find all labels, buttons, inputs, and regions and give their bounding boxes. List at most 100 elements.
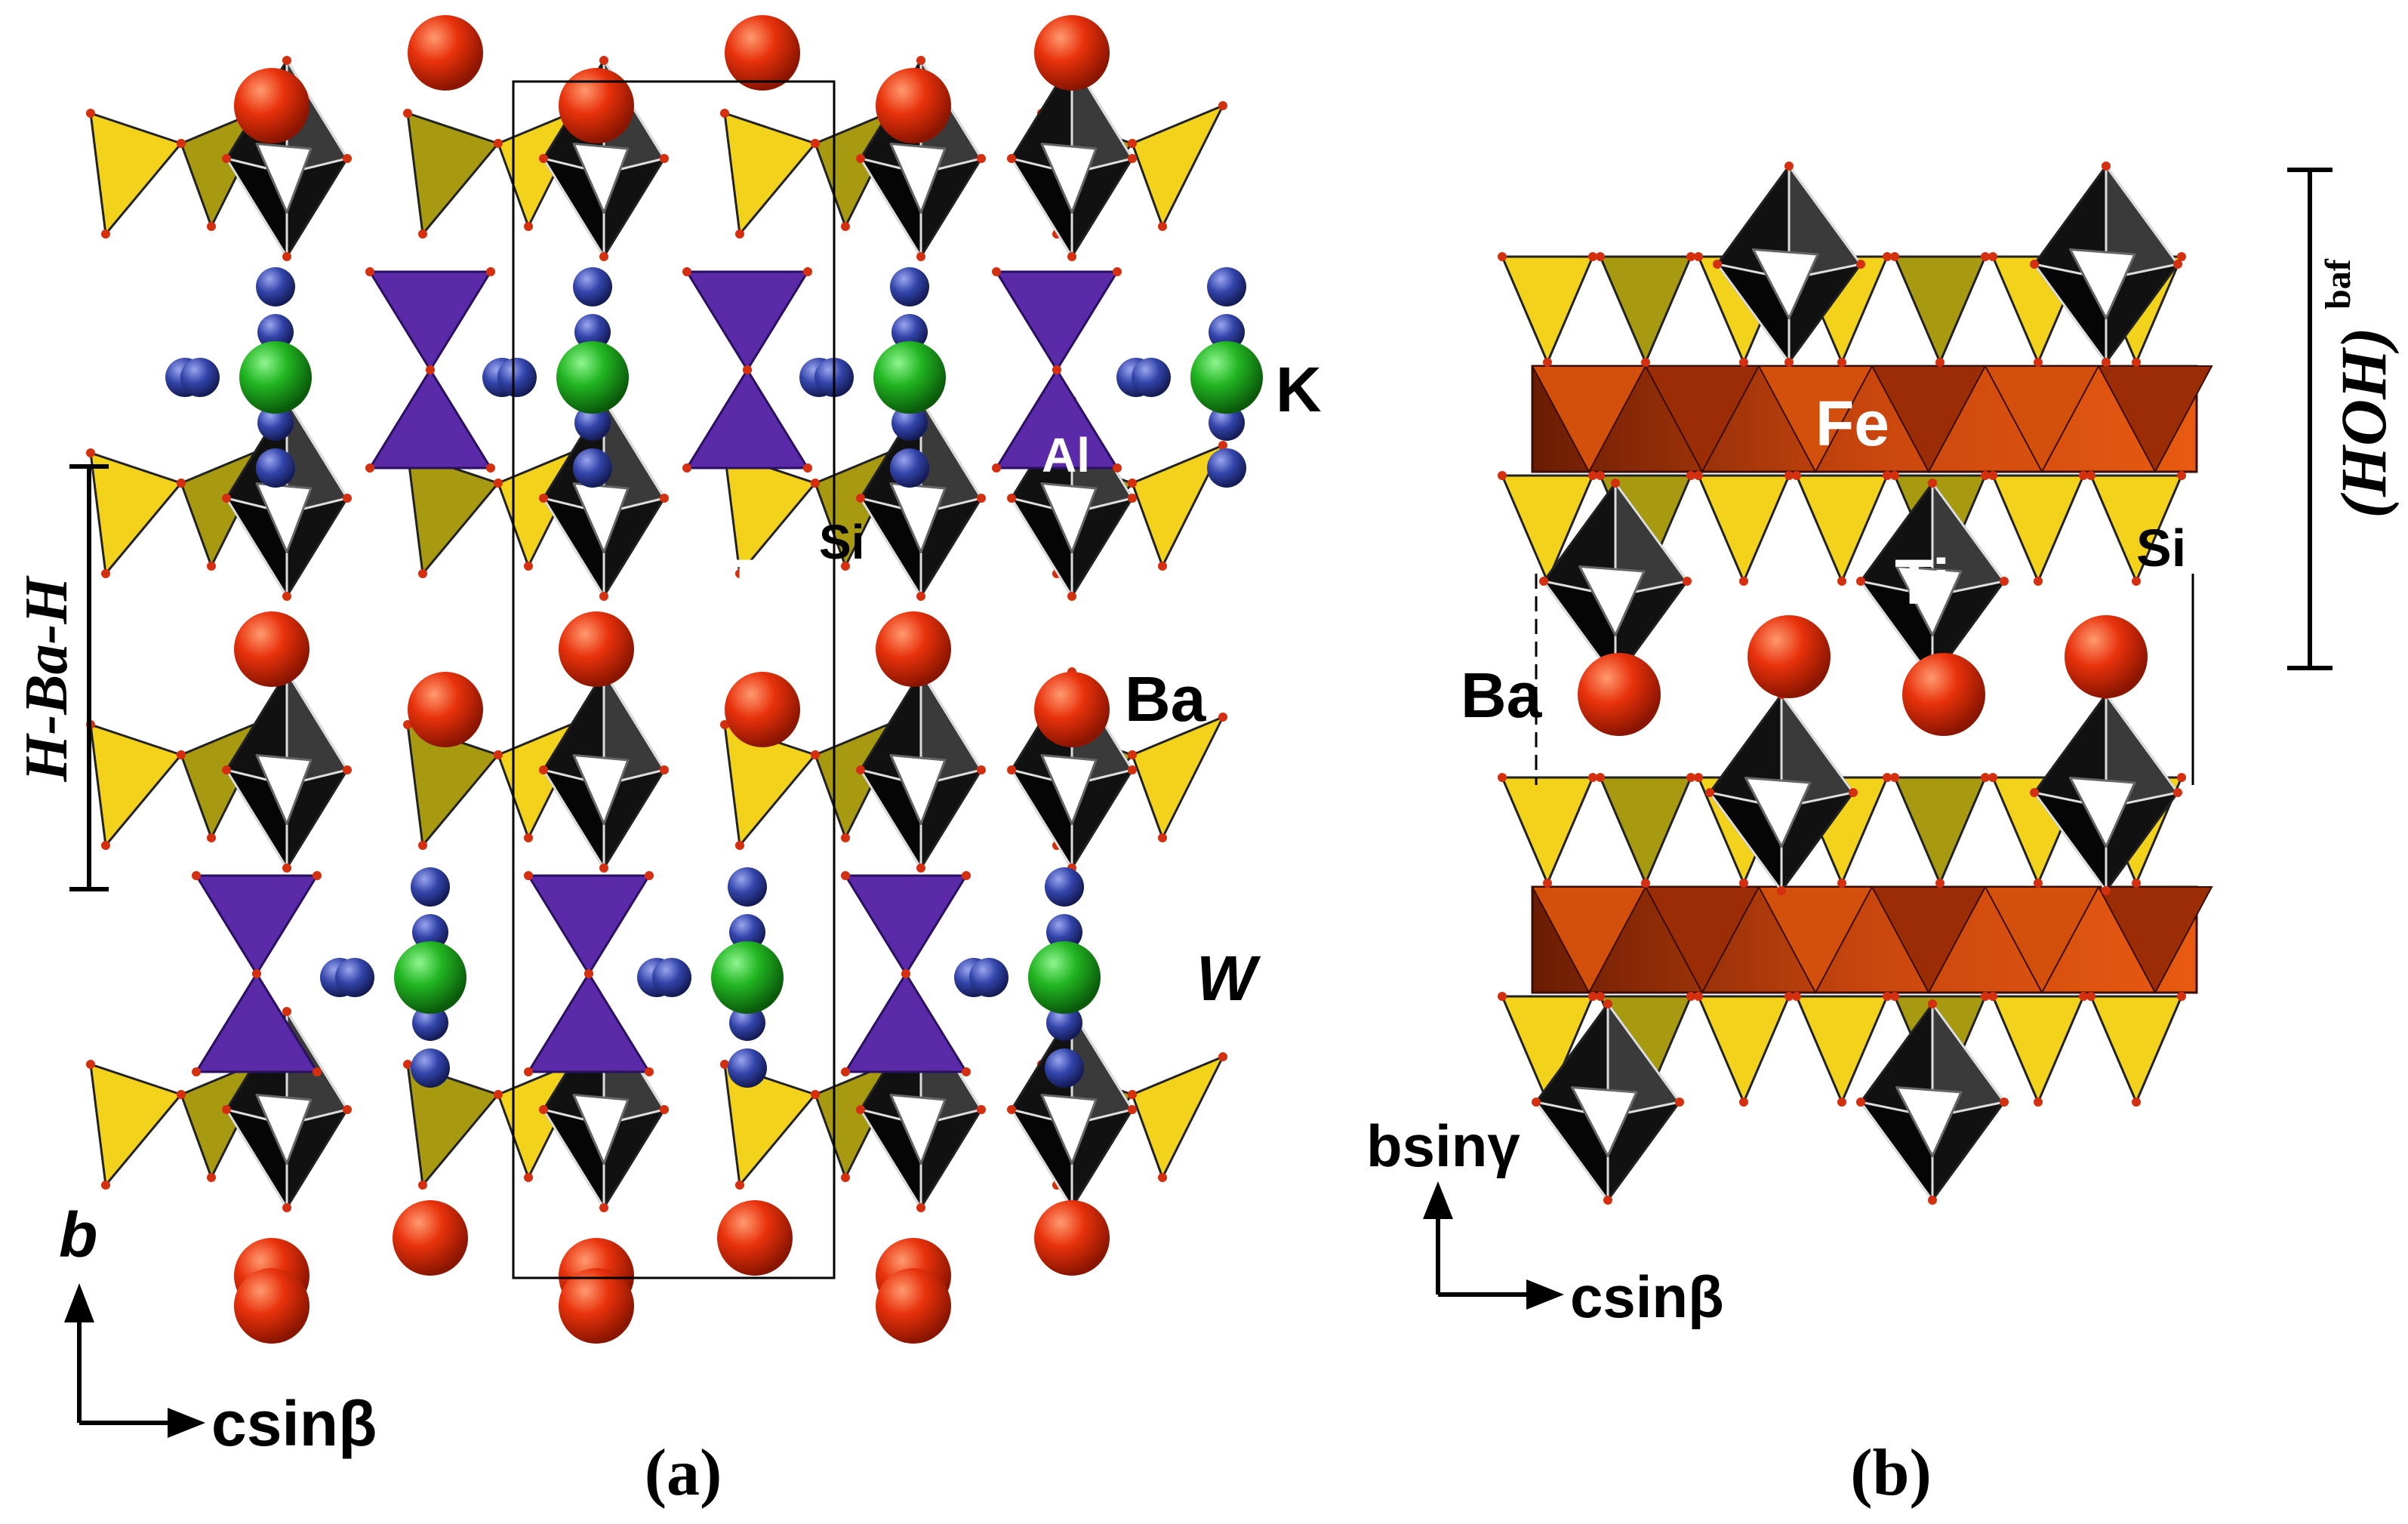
svg-text:csinβ: csinβ [211,1388,377,1459]
o-atom [2034,577,2043,586]
svg-text:b: b [59,1199,97,1270]
o-atom [1883,992,1892,1001]
o-atom [1113,463,1122,473]
water-molecule-icon [257,314,294,350]
o-atom [599,592,608,601]
o-atom [418,569,427,578]
al-tetrahedron-icon [841,969,971,1076]
al-tetrahedron-icon [524,969,654,1076]
o-atom [1128,750,1137,759]
o-atom [486,463,495,473]
o-atom [343,1105,352,1114]
o-atom [1784,471,1794,480]
o-atom [660,1105,669,1114]
o-atom [803,267,812,276]
o-atom [1218,1052,1227,1061]
o-atom [2177,471,2186,480]
ti-octahedron-icon [1705,690,1858,895]
o-atom [1158,222,1167,231]
o-atom [841,222,850,231]
ti-octahedron-icon [856,667,986,873]
o-atom [343,154,352,163]
o-atom [811,479,820,488]
si-tetrahedron-icon [2086,992,2186,1107]
o-atom [1218,441,1227,450]
o-atom [1128,479,1137,488]
si-tetrahedron-icon [1792,471,1892,586]
si-tetrahedron-icon [1128,441,1227,571]
ti-octahedron-icon [222,667,352,873]
water-molecule-icon [1046,914,1082,950]
water-molecule-icon [1045,1048,1084,1088]
o-atom [282,1007,291,1016]
o-atom [1784,358,1794,367]
water-molecule-icon [574,314,611,350]
o-atom [803,463,812,473]
o-atom [1928,1196,1937,1205]
o-atom [841,562,850,571]
o-atom [539,494,548,503]
si-tetrahedron-icon [1498,773,1597,888]
ti-octahedron-icon [2030,162,2182,367]
si-tetrahedron-icon [1128,101,1227,231]
o-atom [539,154,548,163]
o-atom [2173,788,2182,797]
o-atom [1883,471,1892,480]
o-atom [1128,154,1137,163]
o-atom [1890,773,1899,782]
o-atom [343,765,352,774]
ba-atom-icon [234,68,309,143]
o-atom [992,267,1001,276]
o-atom [841,833,850,842]
k-atom-icon [394,941,467,1014]
o-atom [645,871,654,880]
o-atom [1596,773,1605,782]
ba-atom-icon [408,15,483,91]
ba-atom-icon [725,672,800,747]
o-atom [1890,252,1899,261]
o-atom [207,562,216,571]
o-atom [2034,879,2043,888]
ti-octahedron-icon [856,396,986,601]
ba-atom-icon [725,15,800,91]
o-atom [1128,494,1137,503]
o-atom [735,1181,744,1190]
ti-octahedron-icon [2030,690,2182,895]
o-atom [720,1060,729,1069]
o-atom [2034,1098,2043,1107]
caption-a: (a) [645,1436,722,1510]
o-atom [2086,992,2095,1001]
o-atom [841,871,850,880]
al-tetrahedron-icon [365,365,495,473]
ba-label: Ba [1125,663,1207,734]
o-atom [86,1060,95,1069]
ba-atom-icon [717,1200,793,1276]
o-atom [735,569,744,578]
o-atom [1792,992,1801,1001]
al-tetrahedron-icon [682,365,812,473]
water-molecule-icon [497,358,537,397]
o-atom [901,969,910,978]
water-label: W [1196,943,1261,1014]
o-atom [1890,471,1899,480]
o-atom [1007,494,1016,503]
o-atom [735,841,744,850]
o-atom [207,222,216,231]
o-atom [1935,879,1945,888]
o-atom [1883,773,1892,782]
si-tetrahedron-icon [1890,773,1990,888]
o-atom [1603,999,1612,1008]
water-molecule-icon [891,314,928,350]
ti-label-b: Ti [1895,546,1950,617]
water-molecule-icon [890,448,929,488]
si-label-b: Si [2136,519,2186,577]
o-atom [2177,773,2186,782]
o-atom [1837,1098,1846,1107]
o-atom [282,592,291,601]
o-atom [1837,577,1846,586]
o-atom [1856,577,1865,586]
svg-text:bsinγ: bsinγ [1366,1113,1520,1179]
o-atom [1694,773,1703,782]
o-atom [1596,471,1605,480]
ti-octahedron-icon [1856,999,2009,1205]
